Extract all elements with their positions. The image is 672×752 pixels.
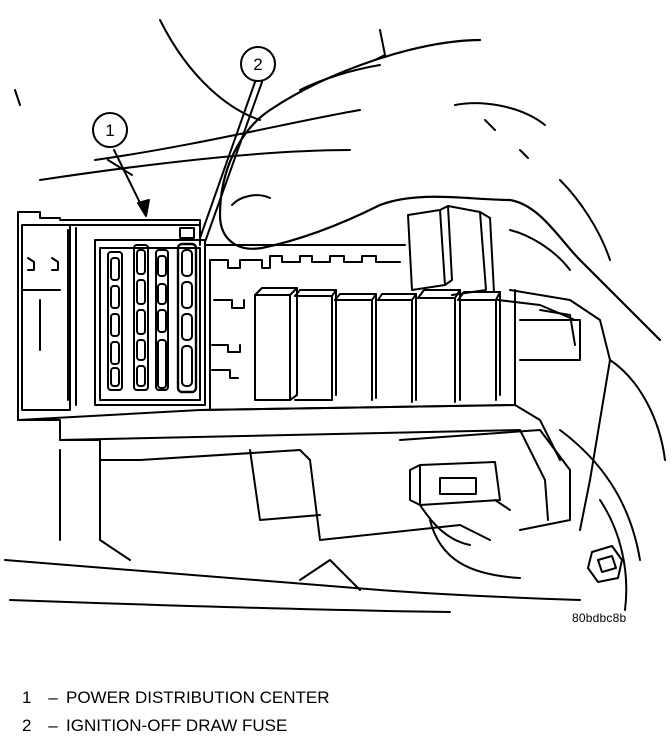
mini-fuse-column-2 — [133, 244, 149, 391]
ignition-off-draw-fuse — [176, 242, 198, 394]
legend-separator: – — [48, 688, 58, 707]
legend-row-2: 2–IGNITION-OFF DRAW FUSE — [22, 712, 330, 740]
fuse-box-illustration: 1 2 — [4, 19, 666, 613]
dashboard-contours — [4, 19, 666, 613]
legend-separator: – — [48, 716, 58, 735]
callout-2-number: 2 — [253, 55, 262, 74]
legend-row-1: 1–POWER DISTRIBUTION CENTER — [22, 684, 330, 712]
housing-front — [17, 289, 611, 561]
callout-2: 2 — [199, 46, 276, 243]
figure-id: 80bdbc8b — [572, 611, 627, 625]
legend-number: 2 — [22, 716, 32, 735]
legend-label: IGNITION-OFF DRAW FUSE — [66, 716, 288, 735]
fuse-block — [94, 224, 206, 406]
harness-connector — [409, 461, 521, 579]
legend-number: 1 — [22, 688, 32, 707]
callout-1-number: 1 — [105, 121, 114, 140]
legend-label: POWER DISTRIBUTION CENTER — [66, 688, 330, 707]
mini-fuse-column-1 — [107, 251, 123, 391]
mounting-bolt — [587, 545, 623, 583]
callout-1: 1 — [92, 112, 150, 217]
relay-cavity — [204, 244, 406, 411]
finger — [218, 38, 662, 342]
legend: 1–POWER DISTRIBUTION CENTER 2–IGNITION-O… — [22, 684, 330, 740]
mini-fuse-column-3 — [155, 249, 169, 391]
relay-row — [254, 205, 501, 403]
